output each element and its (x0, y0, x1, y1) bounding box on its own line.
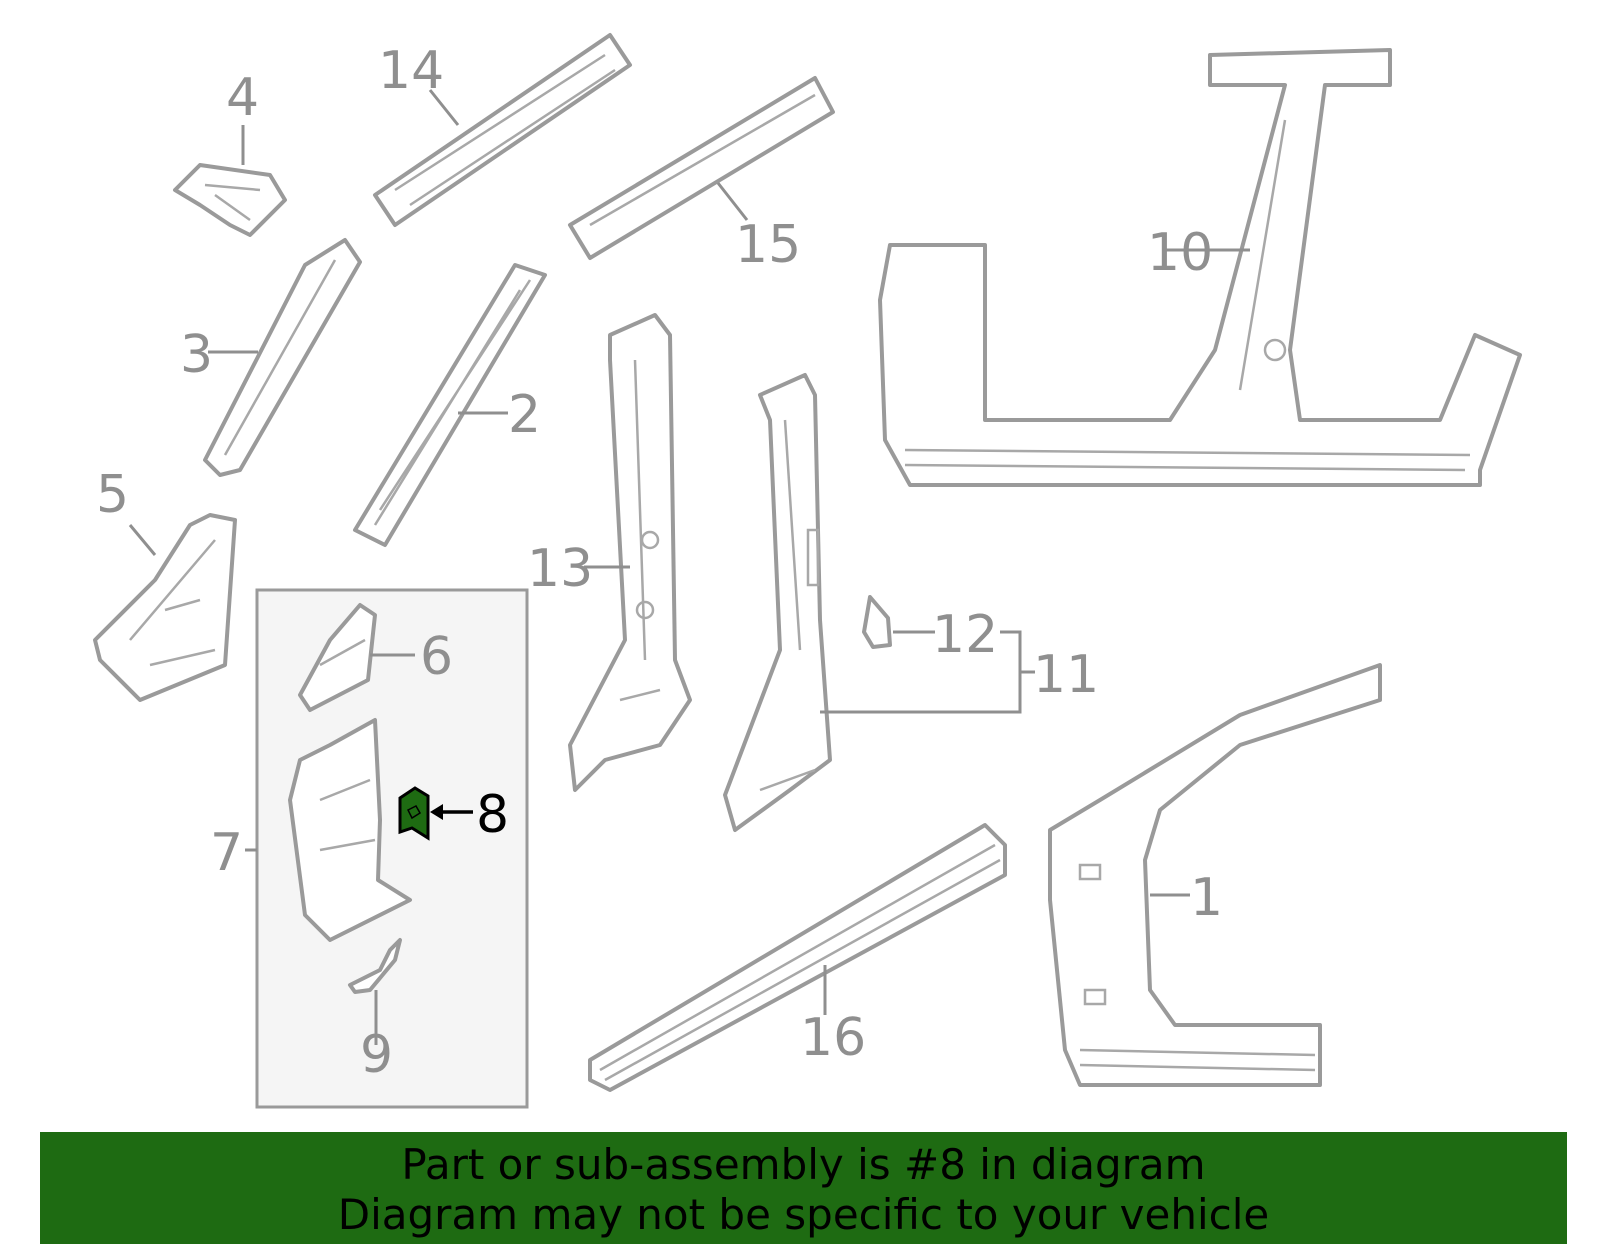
callout-2: 2 (508, 385, 541, 445)
part-15[interactable] (568, 76, 835, 260)
callout-15: 15 (735, 215, 801, 275)
banner-line-2: Diagram may not be specific to your vehi… (337, 1190, 1270, 1239)
part-10[interactable] (878, 48, 1522, 487)
part-14[interactable] (373, 33, 632, 227)
part-8-highlighted[interactable] (398, 786, 430, 841)
callout-3: 3 (180, 325, 213, 385)
callout-5: 5 (96, 465, 129, 525)
part-11-pillar[interactable] (723, 373, 832, 832)
callout-9: 9 (360, 1025, 393, 1085)
part-4[interactable] (173, 163, 287, 237)
callout-8: 8 (476, 785, 509, 845)
part-2[interactable] (353, 263, 547, 547)
banner-line-1: Part or sub-assembly is #8 in diagram (401, 1140, 1206, 1189)
callout-7: 7 (210, 823, 243, 883)
callout-6: 6 (420, 627, 453, 687)
callout-16: 16 (800, 1008, 866, 1068)
part-5[interactable] (93, 513, 237, 702)
callout-12: 12 (932, 605, 998, 665)
part-9[interactable] (348, 938, 402, 994)
callout-4: 4 (226, 68, 259, 128)
part-16[interactable] (588, 823, 1007, 1092)
callout-14: 14 (378, 41, 444, 101)
leader-lines (128, 89, 1250, 1045)
callout-13: 13 (527, 539, 593, 599)
part-1[interactable] (1048, 663, 1382, 1087)
part-13[interactable] (568, 313, 692, 792)
info-banner: Part or sub-assembly is #8 in diagram Di… (40, 1132, 1567, 1244)
callout-1: 1 (1190, 868, 1223, 928)
part-12[interactable] (862, 595, 892, 649)
callout-11: 11 (1033, 645, 1099, 705)
part-6[interactable] (298, 603, 377, 712)
callout-10: 10 (1147, 223, 1213, 283)
part-7-bracket[interactable] (288, 718, 412, 942)
part-3[interactable] (203, 238, 362, 477)
